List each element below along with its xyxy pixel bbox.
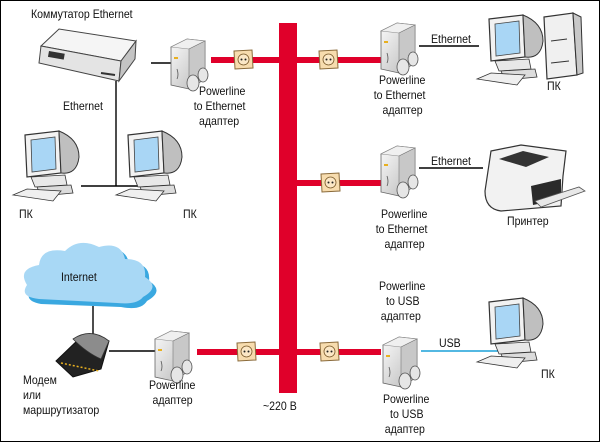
socket-mid-right-icon (320, 172, 341, 193)
label-line: to Ethernet (193, 99, 246, 113)
adapter-mid-right-label: Powerline to Ethernet адаптер (376, 207, 428, 252)
label-line: to USB (386, 294, 420, 308)
label-line: to Ethernet (373, 88, 426, 102)
label-line: Powerline (379, 279, 426, 293)
label-line: маршрутизатор (23, 403, 100, 417)
adapter-bottom-left-label: Powerline адаптер (149, 378, 195, 408)
modem-label: Модем или маршрутизатор (23, 373, 99, 418)
label-line: адаптер (199, 114, 240, 128)
ethernet-switch-icon (38, 28, 137, 83)
adapter-top-right-label: Powerline to Ethernet адаптер (374, 73, 426, 118)
adapter-bottom-left-icon (154, 330, 193, 384)
adapter-usb-upper-label: Powerline to USB адаптер (379, 279, 425, 324)
label-line: Powerline (383, 392, 430, 406)
internet-label: Internet (61, 270, 97, 284)
adapter-usb-icon (382, 336, 421, 390)
printer-icon (484, 144, 586, 212)
adapter-top-left-label: Powerline to Ethernet адаптер (194, 84, 246, 129)
ethernet-top-right-label: Ethernet (431, 32, 471, 46)
switch-label: Коммутатор Ethernet (31, 7, 133, 21)
socket-bottom-left-icon (236, 341, 257, 362)
label-line: Powerline (381, 207, 428, 221)
label-line: адаптер (152, 393, 193, 407)
pc-tower-top-right-icon (476, 12, 584, 86)
adapter-mid-right-icon (380, 145, 419, 199)
power-bus-vertical (279, 23, 297, 393)
socket-top-right-icon (318, 49, 339, 70)
adapter-top-right-icon (380, 22, 419, 76)
label-line: адаптер (380, 309, 421, 323)
pc-bottom-right-label: ПК (541, 367, 555, 381)
printer-label: Принтер (507, 214, 549, 228)
label-line: адаптер (384, 237, 425, 251)
internet-cloud-icon (23, 242, 157, 309)
pc-bottom-right-icon (476, 297, 544, 369)
pc-top-right-label: ПК (547, 79, 561, 93)
label-line: to Ethernet (375, 222, 428, 236)
socket-top-left-icon (233, 49, 254, 70)
label-line: Powerline (379, 73, 426, 87)
usb-label: USB (439, 336, 461, 350)
modem-router-icon (55, 333, 110, 378)
mains-voltage-label: ~220 В (263, 399, 297, 413)
pc-left-2-icon (115, 130, 183, 202)
pc-left-1-label: ПК (19, 207, 33, 221)
ethernet-left-label: Ethernet (63, 99, 103, 113)
label-line: адаптер (382, 103, 423, 117)
label-line: Powerline (149, 378, 196, 392)
power-branch-top-right (297, 57, 381, 63)
socket-bottom-right-icon (319, 341, 340, 362)
ethernet-mid-right-label: Ethernet (431, 154, 471, 168)
label-line: адаптер (384, 422, 425, 436)
adapter-usb-lower-label: Powerline to USB адаптер (383, 392, 429, 437)
power-bus (197, 23, 381, 393)
label-line: или (23, 388, 41, 402)
label-line: Powerline (199, 84, 246, 98)
pc-left-2-label: ПК (183, 207, 197, 221)
label-line: to USB (390, 407, 424, 421)
label-line: Модем (23, 373, 57, 387)
pc-left-1-icon (12, 130, 80, 202)
